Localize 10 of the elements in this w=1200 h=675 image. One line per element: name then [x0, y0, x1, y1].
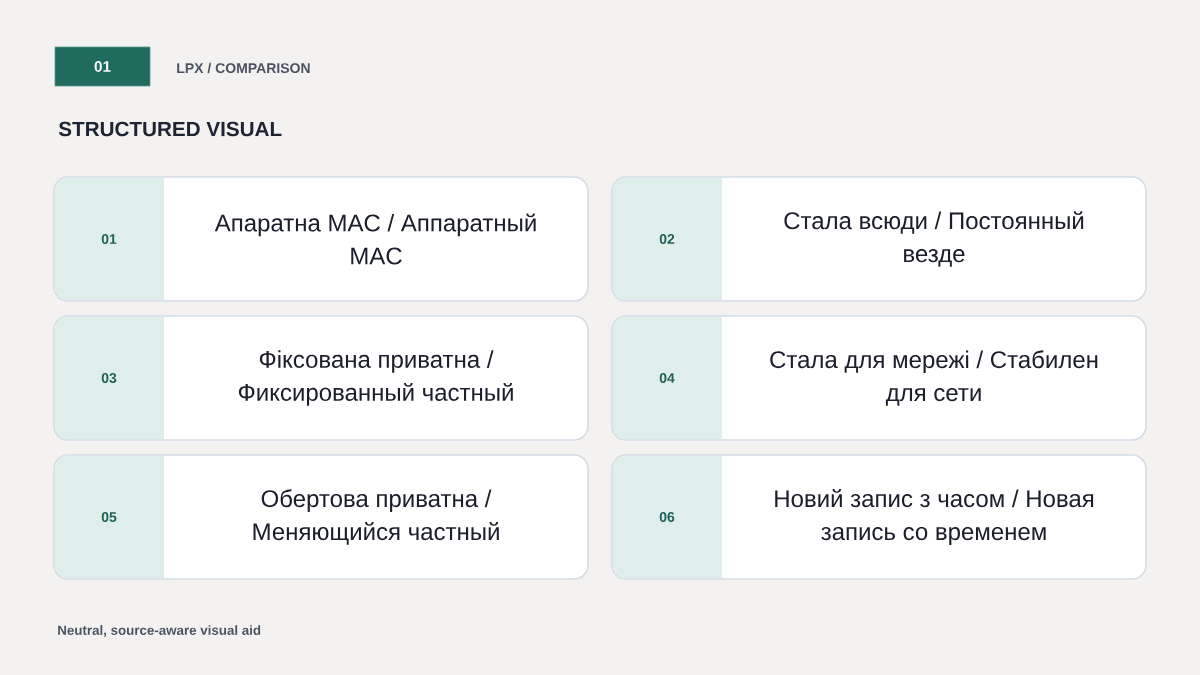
number-tab: 06 [613, 456, 722, 578]
number-tab: 03 [55, 317, 164, 439]
number-tab: 01 [55, 178, 164, 300]
number-tab: 04 [613, 317, 722, 439]
number-badge: 01 [54, 46, 151, 87]
heading: STRUCTURED VISUAL [58, 121, 282, 137]
breadcrumb: LPX / COMPARISON [177, 62, 310, 74]
footnote: Neutral, source-aware visual aid [58, 625, 261, 637]
number-tab: 02 [613, 178, 722, 300]
number-tab: 05 [55, 456, 164, 578]
